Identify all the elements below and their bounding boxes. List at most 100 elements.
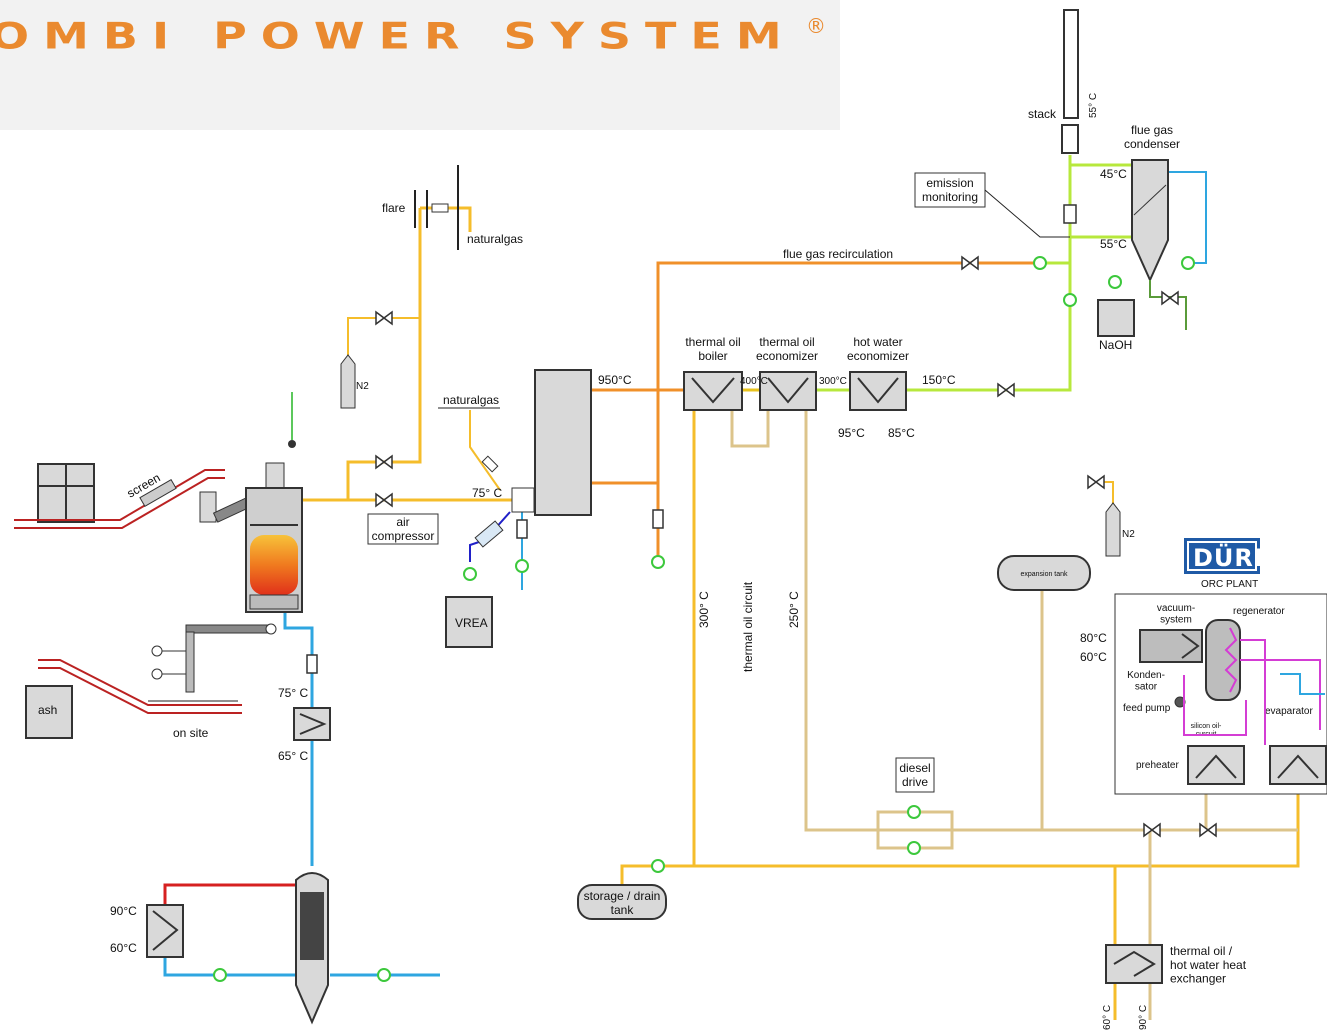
hot-water-pipe [163,883,295,905]
storage-drain-tank [577,884,667,920]
valve-icon [1087,474,1105,490]
vrea-box [445,596,493,648]
stack-label: stack [1028,107,1057,121]
condenser-blue-loop [1168,171,1207,264]
check-valve-icon [306,654,318,674]
ash-conveyor [38,659,242,706]
motor-icon-1 [151,645,163,657]
diesel-drive-box [895,757,935,793]
pump-icon [1181,256,1195,270]
check-valve-icon [652,509,664,529]
t85-label: 85°C [888,426,915,440]
valve-icon [375,310,393,326]
n2-pipe-left [347,317,420,355]
screw-feeder [199,491,217,523]
pumps [213,256,1195,982]
pump-icon [377,968,391,982]
valve-icon [1161,290,1179,306]
check-valve-icon [1063,204,1077,224]
gasifier-top [265,462,285,490]
kondensator [1139,629,1203,663]
check-valve-icon [516,519,528,539]
t65-water-label: 65° C [278,749,308,763]
t60-orc-label: 60°C [1080,650,1107,664]
flue-gas-stack-pipe [906,155,1072,392]
brand-banner: OMBI POWER SYSTEM ® [0,0,840,130]
t250-oil-label: 250° C [787,591,801,628]
orc-plant-label: ORC PLANT [1201,579,1258,590]
t55-stack-label: 55° C [1088,93,1099,118]
flue-gas-condenser [1131,159,1169,283]
naturalgas-mid-pipe [469,410,501,491]
regenerator-label: regenerator [1233,606,1285,617]
t80-orc-label: 80°C [1080,631,1107,645]
expansion-tank-label: expansion tank [1020,571,1068,578]
n2-right-label: N2 [1122,529,1135,540]
flare-arrestor [431,203,449,213]
naoh-tank [1097,299,1135,337]
t60-cooler-label: 60°C [110,941,137,955]
thermal-oil-return [804,410,1298,832]
valve-icon [375,454,393,470]
pump-icon [1108,275,1122,289]
t55-label: 55°C [1100,237,1127,251]
t90-bottom-label: 90° C [1138,1005,1149,1030]
registered-mark: ® [806,14,826,38]
valve-icon [375,492,393,508]
preheater-label: preheater [1136,760,1179,771]
naoh-label: NaOH [1099,338,1132,352]
pump-icon [515,559,529,573]
pump-icon [1033,256,1047,270]
n2-injection-icon [288,440,296,448]
t60-bottom-label: 60° C [1102,1005,1113,1030]
pump-icon [651,859,665,873]
t150-label: 150°C [922,373,956,387]
flare-section: flare naturalgas N2 naturalgas 75° C air… [340,165,535,648]
stack-sampler [1061,124,1079,154]
air-compressor-box [367,513,439,545]
n2-bottle-right [1105,502,1121,557]
t95-label: 95°C [838,426,865,440]
column-packing [300,892,324,960]
motor-icon-2 [151,668,163,680]
vrea-label: VREA [455,616,488,630]
motor-icon-3 [265,623,277,635]
evaparator-label: evaparator [1265,706,1313,717]
flare-label: flare [382,201,406,215]
motor-valve-icon [1143,822,1161,838]
brand-title: OMBI POWER SYSTEM [0,14,796,58]
valve-icon [997,382,1015,398]
valves [306,204,1217,838]
motor-valve-icon [1199,822,1217,838]
heat-recovery-unit [474,520,504,548]
t75-water-label: 75° C [278,686,308,700]
n2-bottle-left [340,354,356,409]
feed-pump-label: feed pump [1123,703,1171,714]
naturalgas-mid-label: naturalgas [443,393,499,407]
pump-icon [907,805,921,819]
column-feed-pipe [163,955,295,977]
pump-icon [907,841,921,855]
on-site-label: on site [173,726,209,740]
durr-logo [1184,538,1260,574]
gas-filter [481,455,499,473]
orc-plant: DÜRR ORC PLANT vacuum-system regenerator… [1080,538,1327,795]
thermal-oil-supply [692,410,1300,868]
t90-cooler-label: 90°C [110,904,137,918]
screen-unit [139,478,177,508]
combustion-chamber [534,369,592,516]
feed-system: screen ash on site [14,440,303,740]
t400-label: 400°C [740,376,768,387]
naturalgas-top-label: naturalgas [467,232,523,246]
pump-icon [1063,293,1077,307]
gas-pipes [302,155,1132,562]
